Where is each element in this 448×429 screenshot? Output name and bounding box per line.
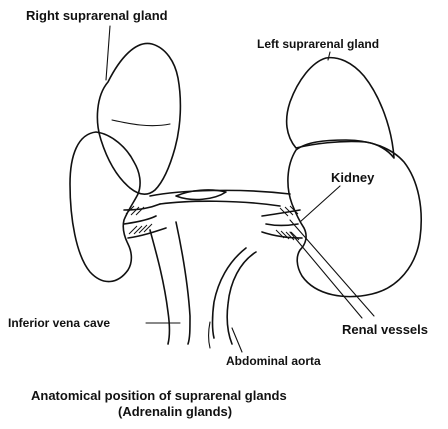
label-left-suprarenal-gland: Left suprarenal gland bbox=[257, 38, 379, 50]
label-right-suprarenal-gland: Right suprarenal gland bbox=[26, 9, 168, 22]
right-renal-hilum bbox=[124, 204, 166, 238]
inferior-vena-cava-shape bbox=[150, 222, 190, 344]
right-kidney-shape bbox=[70, 132, 140, 282]
caption-line-2: (Adrenalin glands) bbox=[118, 405, 232, 418]
label-abdominal-aorta: Abdominal aorta bbox=[226, 355, 321, 367]
renal-vessels-midline bbox=[150, 190, 290, 206]
left-renal-hilum bbox=[262, 206, 302, 240]
abdominal-aorta-shape bbox=[209, 248, 257, 348]
pointer-lines bbox=[106, 26, 374, 352]
left-suprarenal-gland-shape bbox=[287, 58, 394, 158]
label-inferior-vena-cava: Inferior vena cave bbox=[8, 317, 110, 329]
label-renal-vessels: Renal vessels bbox=[342, 323, 428, 336]
caption-line-1: Anatomical position of suprarenal glands bbox=[31, 389, 287, 402]
label-kidney: Kidney bbox=[331, 171, 374, 184]
left-kidney-shape bbox=[288, 140, 421, 297]
